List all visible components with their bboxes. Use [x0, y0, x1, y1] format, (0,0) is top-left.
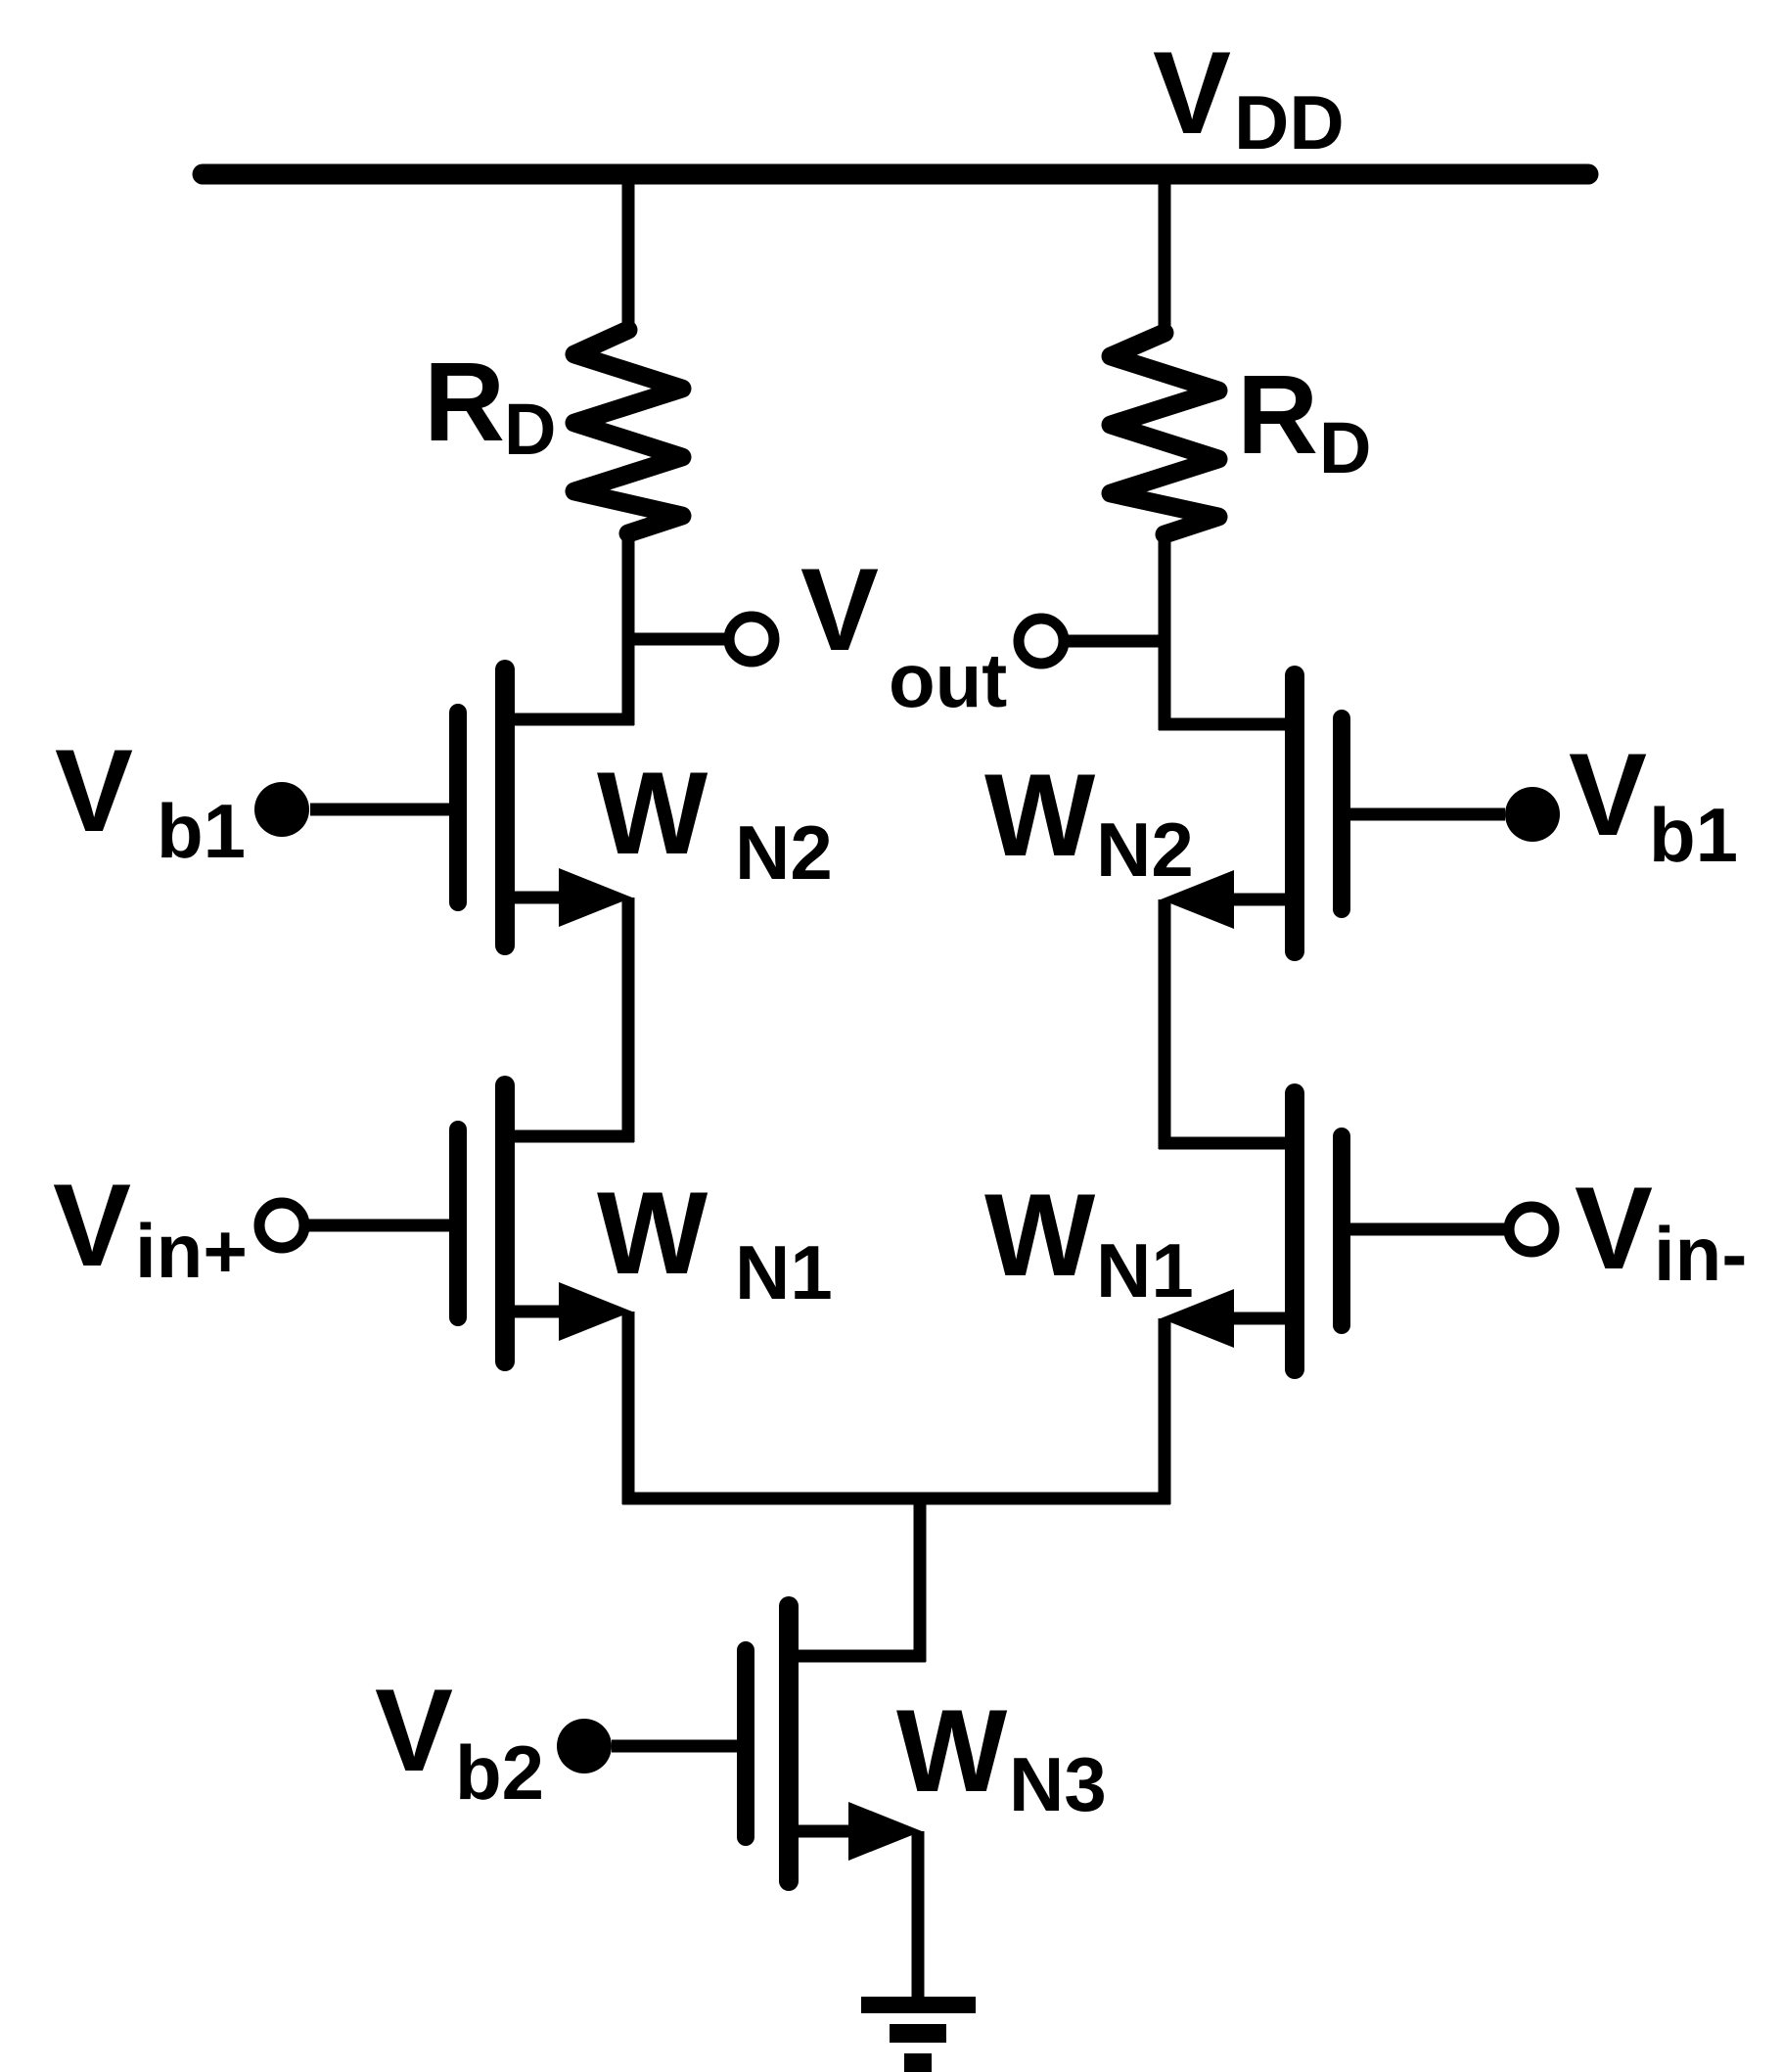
- wn2-left-label-sub: N2: [735, 809, 833, 896]
- rd-right-label-sub: D: [1319, 407, 1371, 488]
- vb2-label-sub: b2: [455, 1729, 544, 1816]
- nmos-wn2-left: V b1 W N2: [55, 660, 833, 955]
- rd-right-label-main: R: [1237, 352, 1318, 478]
- vb2-dot-terminal-icon: [557, 1719, 612, 1773]
- ground-bar-top-icon: [861, 1997, 976, 2013]
- vout-left-terminal-icon: [723, 611, 780, 668]
- nmos-wn2-right: V b1 W N2: [984, 666, 1738, 961]
- wn3-source-arrow-icon: [848, 1802, 922, 1861]
- vout-label-sub: out: [889, 637, 1007, 723]
- wn1-right-source-arrow-icon: [1161, 1289, 1234, 1348]
- resistor-rd-right: R D: [1101, 174, 1371, 730]
- rd-left-label-sub: D: [504, 389, 556, 470]
- vb1-left-label-main: V: [55, 725, 133, 856]
- wn1-left-label-main: W: [597, 1168, 708, 1299]
- wn2-left-label-main: W: [597, 748, 708, 879]
- vin-minus-label-sub: in-: [1654, 1211, 1747, 1297]
- nmos-wn1-right: V in- W N1: [984, 1083, 1747, 1379]
- wn1-left-label-sub: N1: [735, 1229, 833, 1315]
- nmos-wn1-left: V in+ W N1: [53, 1076, 833, 1371]
- vdd-rail: V DD: [192, 27, 1599, 185]
- vin-plus-terminal-icon: [253, 1197, 310, 1254]
- vdd-label-main: V: [1153, 27, 1231, 159]
- resistor-zigzag-right: [1101, 323, 1228, 544]
- vb1-left-dot-terminal-icon: [254, 782, 309, 837]
- vout-label-main: V: [800, 544, 879, 675]
- resistor-zigzag-left: [565, 320, 692, 543]
- wn2-left-source-arrow-icon: [559, 868, 632, 927]
- ground-bar-bottom-icon: [904, 2053, 932, 2072]
- vb1-left-label-sub: b1: [157, 788, 246, 874]
- vb1-right-dot-terminal-icon: [1505, 787, 1560, 842]
- vb2-label-main: V: [375, 1665, 453, 1796]
- vin-plus-label-main: V: [53, 1160, 131, 1291]
- vin-plus-label-sub: in+: [135, 1208, 248, 1294]
- tail-node-wires: [621, 1312, 1171, 1662]
- vdd-label-sub: DD: [1234, 79, 1345, 165]
- ground-bar-middle-icon: [890, 2024, 946, 2043]
- ground-symbol: [861, 1831, 976, 2072]
- rd-left-label-main: R: [424, 340, 505, 465]
- wn1-left-source-arrow-icon: [559, 1282, 632, 1341]
- wn3-label-main: W: [896, 1685, 1008, 1817]
- wn1-right-label-sub: N1: [1096, 1227, 1194, 1313]
- wn2-right-source-arrow-icon: [1161, 870, 1234, 929]
- wn2-right-label-main: W: [984, 750, 1096, 881]
- wn1-right-label-main: W: [984, 1170, 1096, 1301]
- vb1-right-label-sub: b1: [1649, 792, 1738, 878]
- vout-terminals: V out: [628, 544, 1165, 723]
- vout-right-terminal-icon: [1013, 613, 1070, 669]
- wn3-label-sub: N3: [1009, 1741, 1107, 1827]
- vin-minus-label-main: V: [1575, 1163, 1653, 1294]
- nmos-wn3: V b2 W N3: [375, 1596, 1107, 1891]
- vin-minus-terminal-icon: [1503, 1201, 1560, 1258]
- resistor-rd-left: R D: [424, 174, 692, 725]
- vb1-right-label-main: V: [1569, 729, 1647, 860]
- wn2-right-label-sub: N2: [1096, 806, 1194, 893]
